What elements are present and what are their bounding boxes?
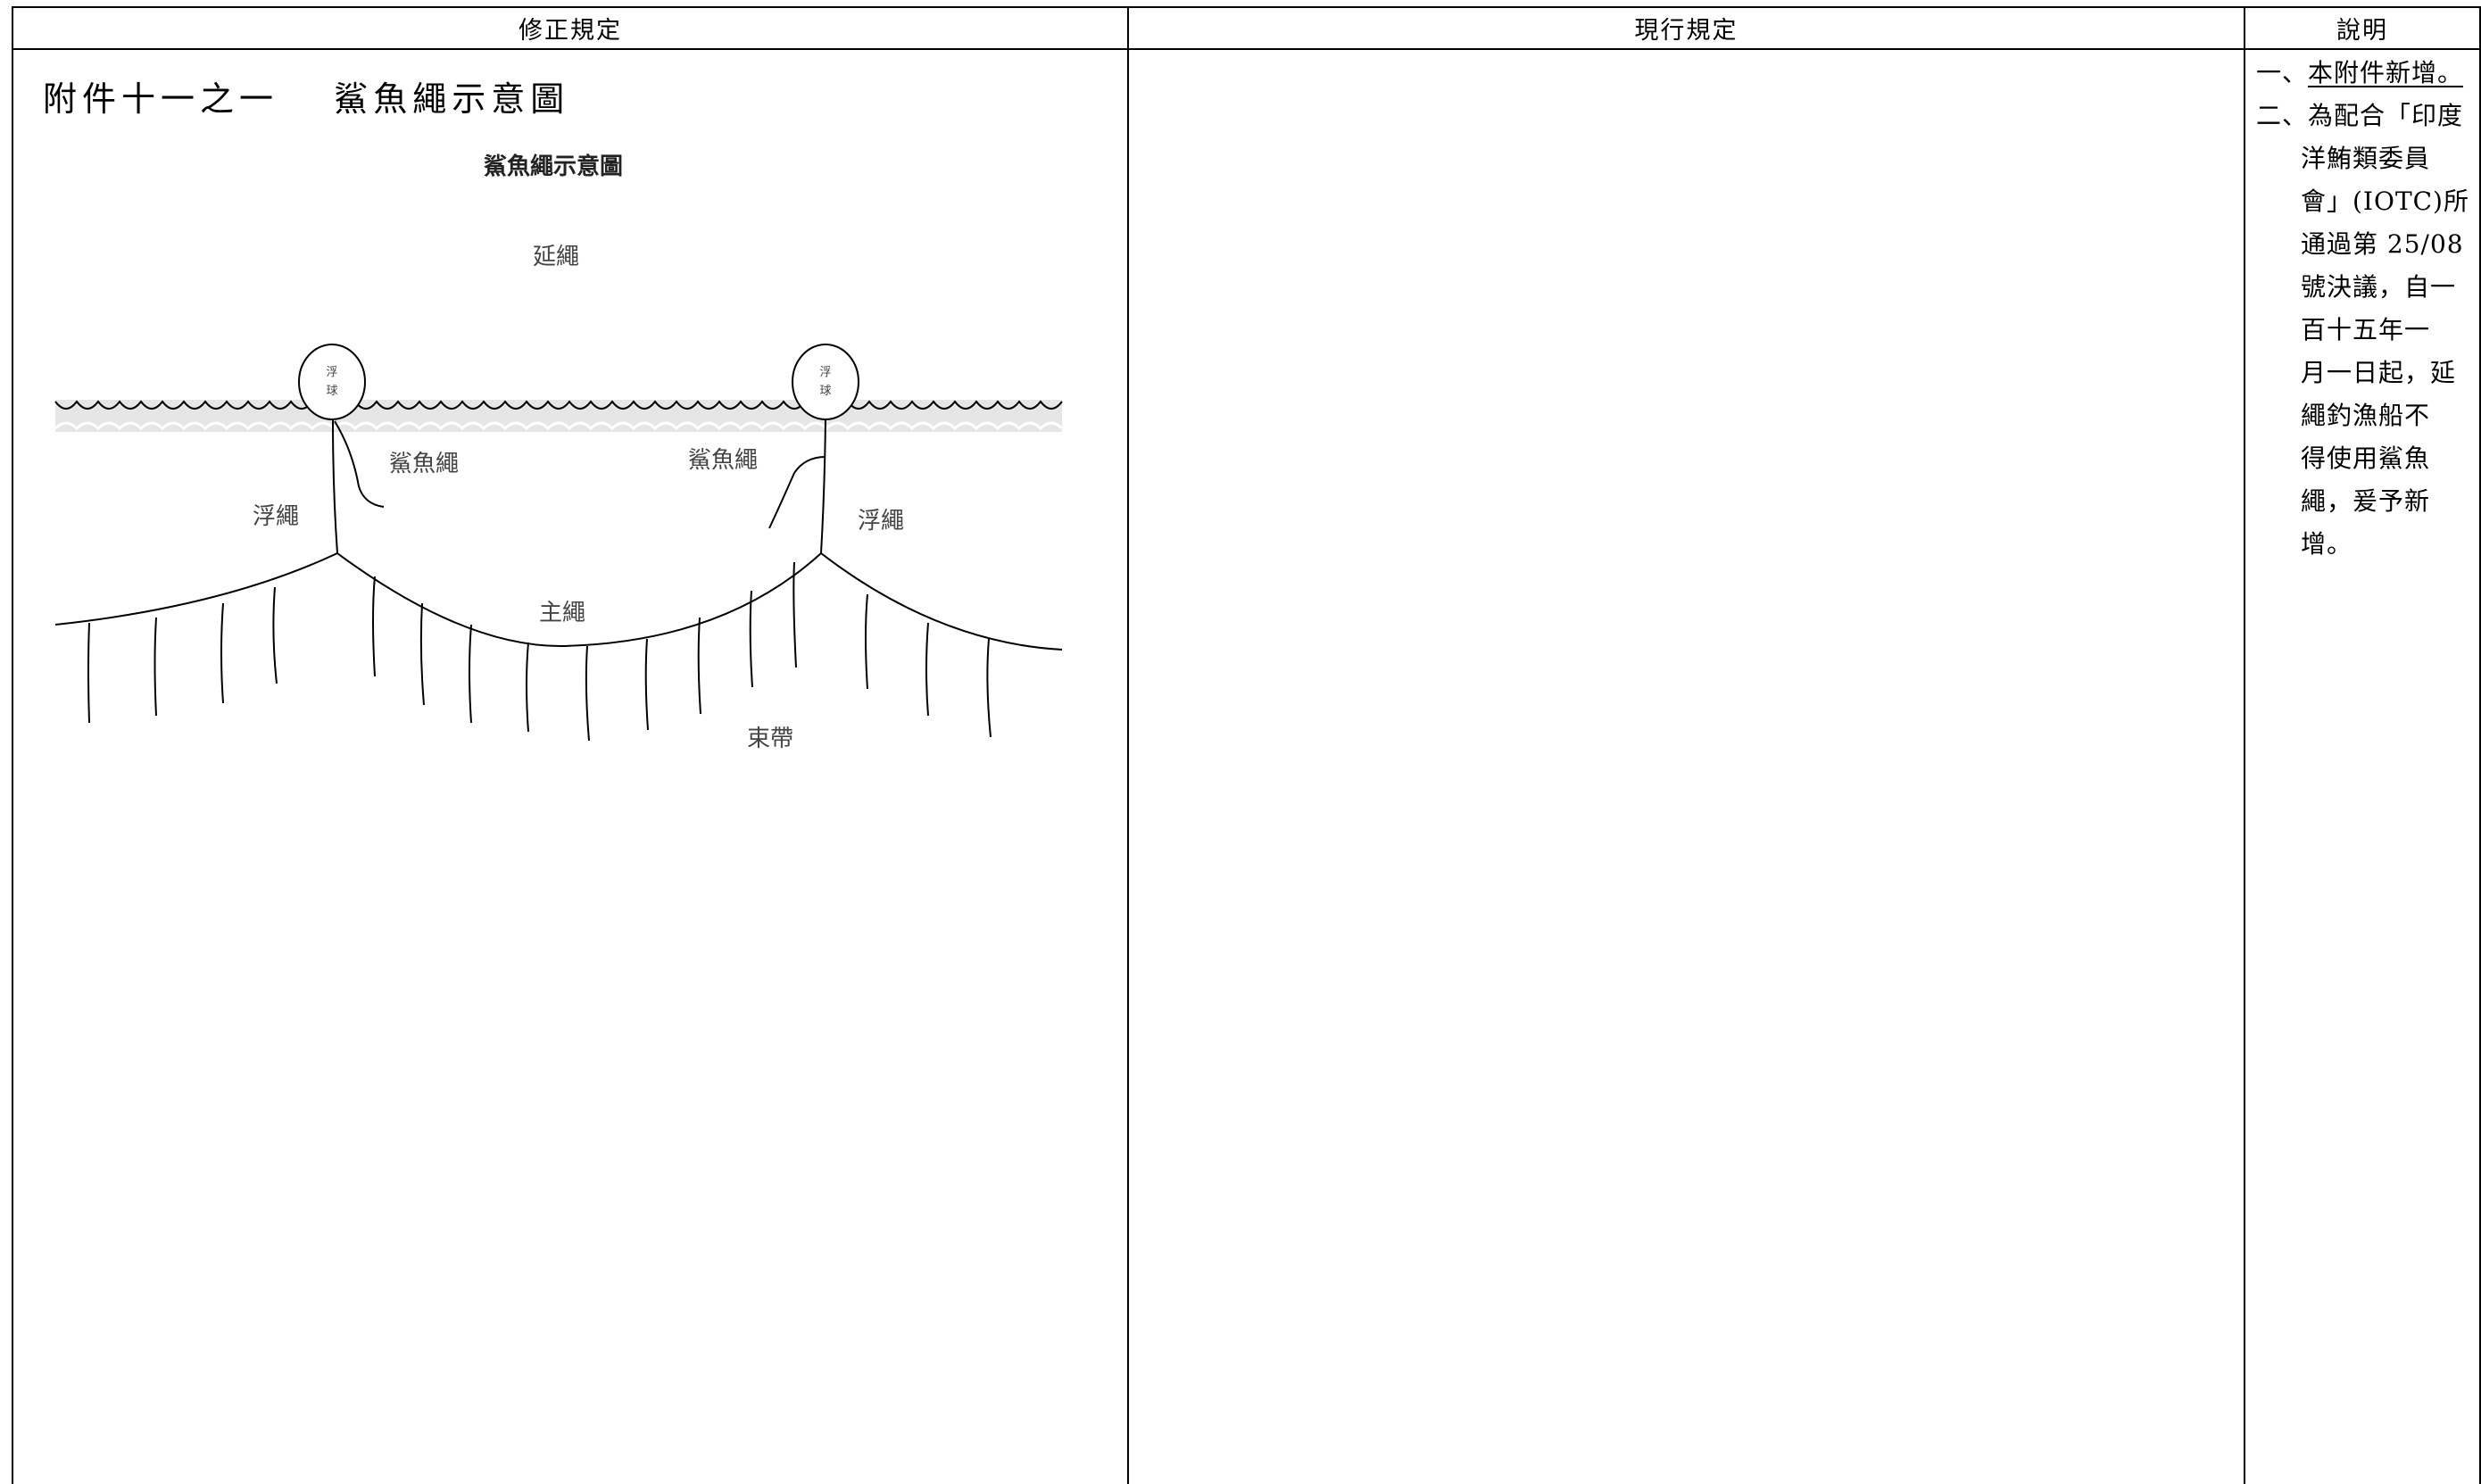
item-2-line: 月一日起，延 <box>2301 358 2457 387</box>
branch-line <box>792 561 797 668</box>
column-divider-2 <box>2244 6 2245 1484</box>
item-1-prefix: 一、 <box>2256 58 2309 87</box>
main-line <box>54 551 1063 651</box>
float-ball-right-bottom: 球 <box>819 385 831 398</box>
shark-line-left <box>334 420 385 508</box>
label-float-line-right: 浮繩 <box>858 508 904 535</box>
branch-line <box>526 642 529 733</box>
annex-title: 附件十一之一 鯊魚繩示意圖 <box>43 71 569 120</box>
branch-lines <box>87 561 992 742</box>
item-2-line: 繩，爰予新 <box>2301 486 2431 516</box>
table-border-left <box>12 6 13 1484</box>
float-ball-right-top: 浮 <box>819 366 831 379</box>
float-line-right <box>820 419 826 554</box>
branch-line <box>272 586 278 684</box>
branch-line <box>585 645 590 742</box>
item-2-line: 繩釣漁船不 <box>2301 401 2431 430</box>
item-2-line: 號決議，自一 <box>2301 272 2457 302</box>
float-ball-right <box>792 344 859 420</box>
label-shark-line-right: 鯊魚繩 <box>688 447 758 474</box>
header-explanation: 說明 <box>2336 16 2388 45</box>
item-2-line: 得使用鯊魚 <box>2301 444 2431 473</box>
explanation-item-2-first: 二、為配合「印度 <box>2256 95 2470 137</box>
explanation-item-1: 一、本附件新增。 <box>2256 52 2470 95</box>
float-ball-left-bottom: 球 <box>326 385 337 398</box>
float-line-left <box>332 419 338 554</box>
item-2-prefix: 二、 <box>2256 101 2309 130</box>
item-2-line: 增。 <box>2301 529 2353 559</box>
float-ball-left <box>298 344 366 420</box>
table-border-right <box>2479 6 2481 1484</box>
diagram-svg: 鯊魚繩示意圖 延繩 浮 球 浮 球 鯊魚繩 鯊魚繩 浮繩 浮繩 主繩 <box>54 153 1064 752</box>
branch-line <box>697 617 701 715</box>
wave-line-lower <box>54 421 1064 431</box>
item-2-line: 會」(IOTC)所 <box>2301 187 2469 216</box>
table-border-top <box>12 6 2481 8</box>
item-2-line: 通過第 25/08 <box>2301 229 2464 259</box>
branch-line <box>925 622 929 717</box>
label-longline: 延繩 <box>533 244 579 270</box>
annex-name: 鯊魚繩示意圖 <box>334 79 570 119</box>
annex-number: 附件十一之一 <box>43 79 279 119</box>
label-branch-line: 束帶 <box>747 725 793 752</box>
shark-line-right <box>768 456 826 529</box>
branch-line <box>749 590 753 688</box>
wave-line <box>54 400 1063 410</box>
branch-line <box>644 638 649 731</box>
float-ball-left-top: 浮 <box>326 366 337 379</box>
item-2-line: 為配合「印度 <box>2308 101 2464 130</box>
item-2-line: 洋鮪類委員 <box>2301 144 2431 173</box>
item-2-line: 百十五年一 <box>2301 315 2431 344</box>
branch-line <box>372 576 376 677</box>
header-current: 現行規定 <box>1634 16 1738 45</box>
branch-line <box>419 602 425 706</box>
branch-line <box>865 593 868 690</box>
label-float-line-left: 浮繩 <box>253 503 299 530</box>
branch-line <box>220 602 224 704</box>
label-main-line: 主繩 <box>539 600 585 626</box>
diagram-title: 鯊魚繩示意圖 <box>484 153 623 180</box>
label-shark-line-left: 鯊魚繩 <box>389 451 459 477</box>
branch-line <box>986 638 992 738</box>
header-divider <box>12 48 2481 50</box>
column-divider-1 <box>1127 6 1129 1484</box>
branch-line <box>469 624 472 724</box>
explanation-notes: 一、本附件新增。 二、為配合「印度 洋鮪類委員 會」(IOTC)所 通過第 25… <box>2256 52 2470 566</box>
shark-line-diagram: 鯊魚繩示意圖 延繩 浮 球 浮 球 鯊魚繩 鯊魚繩 浮繩 浮繩 主繩 <box>45 134 1071 759</box>
header-amended: 修正規定 <box>519 16 622 45</box>
item-1-text: 本附件新增。 <box>2308 58 2464 87</box>
branch-line <box>87 622 90 724</box>
branch-line <box>154 617 157 717</box>
